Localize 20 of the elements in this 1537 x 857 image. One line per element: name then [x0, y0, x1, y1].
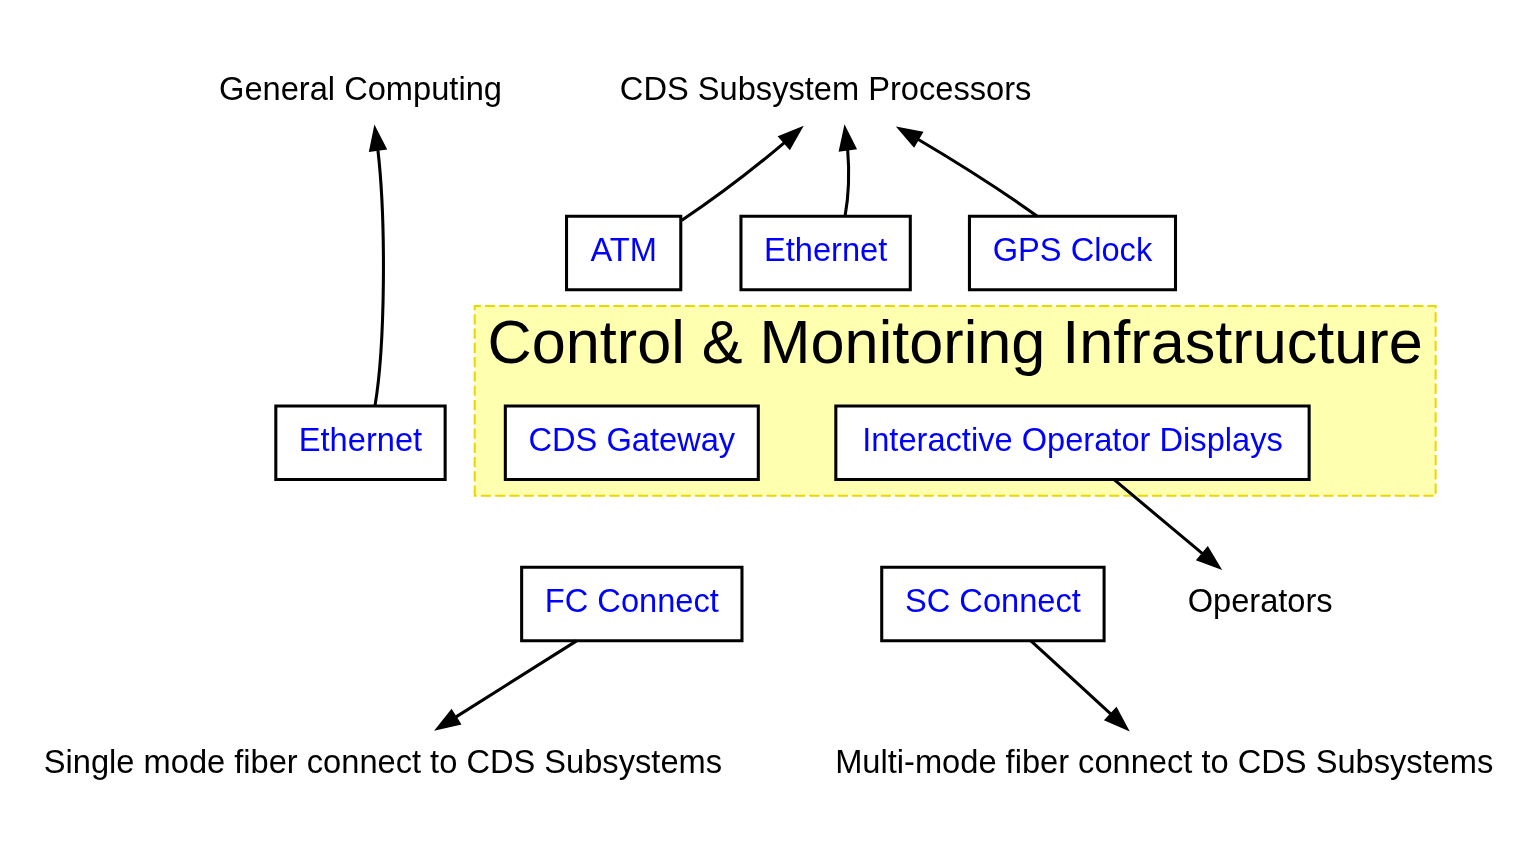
node-box: FC Connect [520, 565, 744, 643]
node-box: GPS Clock [967, 214, 1178, 292]
node-text: General Computing [219, 69, 502, 107]
node-box: ATM [565, 214, 683, 292]
arrow [434, 639, 578, 731]
node-text: Multi-mode fiber connect to CDS Subsystems [835, 742, 1494, 780]
arrow [1113, 478, 1223, 571]
arrow [895, 126, 1039, 218]
node-text: Single mode fiber connect to CDS Subsystems [43, 742, 723, 780]
arrow [680, 125, 804, 222]
node-box: CDS Gateway [503, 404, 760, 482]
node-text: Operators [1187, 581, 1333, 619]
arrow [838, 124, 858, 217]
node-box: Ethernet [739, 214, 912, 292]
arrow [1029, 639, 1130, 732]
node-box: Interactive Operator Displays [834, 404, 1311, 482]
node-box: Ethernet [274, 404, 447, 482]
arrow [368, 124, 388, 407]
node-box: SC Connect [880, 565, 1106, 643]
node-text: CDS Subsystem Processors [619, 69, 1032, 107]
